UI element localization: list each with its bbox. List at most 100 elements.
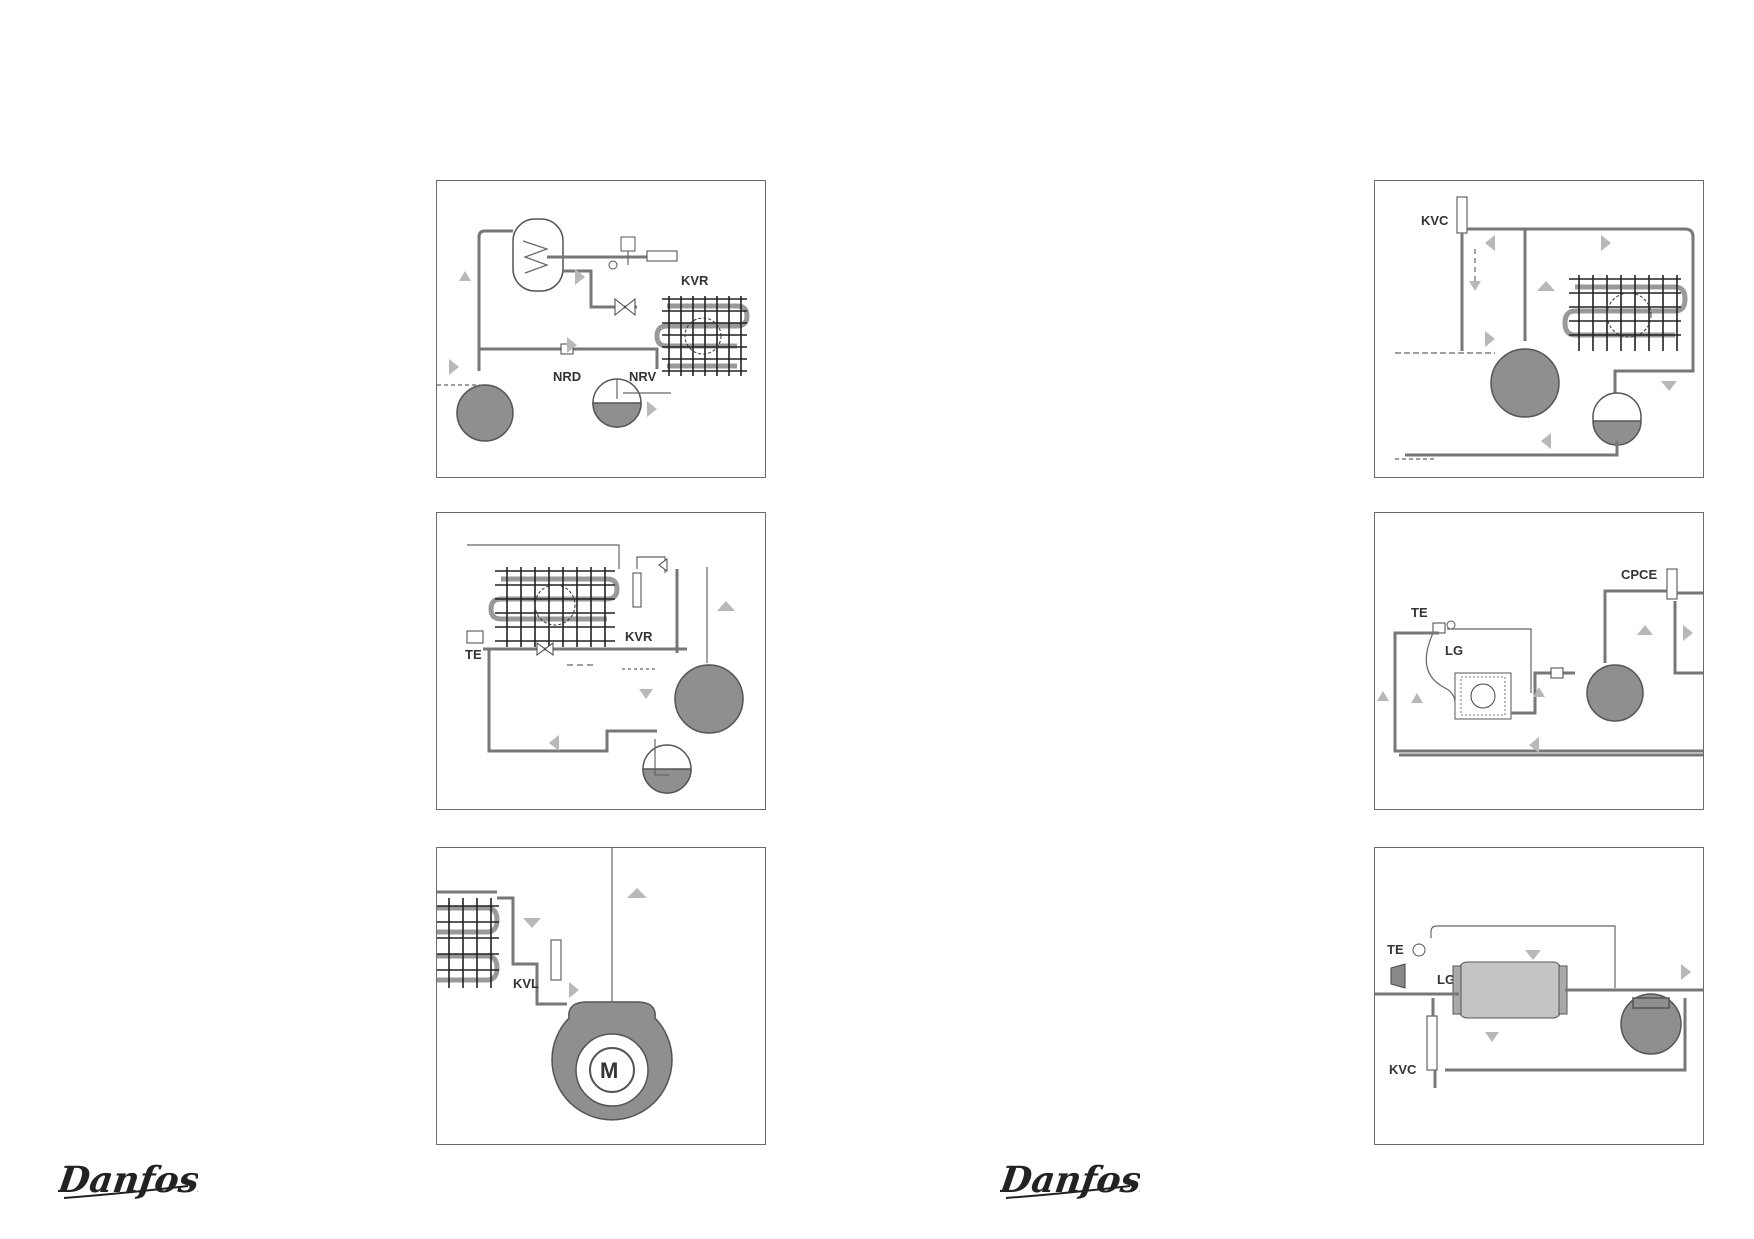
label-nrv: NRV	[629, 369, 657, 384]
liquid-line	[479, 347, 659, 369]
label-kvr: KVR	[625, 629, 653, 644]
flow-arrow-down-2	[1485, 1032, 1499, 1042]
discharge-pipe	[477, 229, 513, 371]
diagram-cpce-te-lg: CPCE TE LG	[1377, 567, 1703, 757]
evaporator-coil	[488, 567, 620, 647]
compressor-top	[1632, 997, 1670, 1009]
danfoss-wordmark: Danfoss	[58, 1158, 198, 1201]
flow-arrow-right-1	[1601, 235, 1611, 251]
flow-arrow-down	[523, 918, 541, 928]
receiver-liquid	[642, 768, 692, 794]
te-bulb	[1446, 620, 1456, 630]
exchanger-endcap-left	[1452, 965, 1462, 1015]
kvc-pipe	[1431, 998, 1437, 1088]
compressor	[1490, 348, 1560, 418]
compressor	[674, 664, 744, 734]
logo-underline	[1005, 1185, 1131, 1199]
suction-pipe	[1511, 671, 1575, 715]
vessel-coil	[522, 240, 549, 274]
liquid-loop	[1393, 631, 1703, 753]
danfoss-logo-left: Danfoss	[55, 1156, 223, 1206]
danfoss-logo-mark: Danfoss	[997, 1158, 1165, 1201]
cpce-line	[1603, 589, 1667, 663]
compressor	[456, 384, 514, 442]
flow-arrow-up	[717, 601, 735, 611]
receiver-dip-tube	[654, 739, 669, 776]
diagram-kvl: KVL M	[437, 848, 673, 1121]
label-te: TE	[465, 647, 482, 662]
flow-arrow-right-2	[1485, 331, 1495, 347]
flow-arrow-up	[459, 271, 471, 281]
label-kvc: KVC	[1421, 213, 1449, 228]
diagram-panel-kvl: KVL M	[436, 847, 766, 1145]
equalizer-line	[1447, 628, 1532, 693]
kvc-valve	[1426, 1015, 1438, 1071]
te-bulb	[1412, 943, 1426, 957]
equalizer-line	[1430, 925, 1616, 988]
label-kvl: KVL	[513, 976, 539, 991]
label-te: TE	[1411, 605, 1428, 620]
fan	[1470, 683, 1496, 709]
heat-recovery-vessel	[512, 218, 564, 292]
flow-arrow-left	[549, 735, 559, 751]
flow-arrow-up-1	[1377, 691, 1389, 701]
thermostat-bulb	[608, 260, 618, 270]
discharge-pipe	[1673, 591, 1703, 675]
flow-arrow-up-4	[1637, 625, 1653, 635]
flow-arrow-right	[569, 982, 579, 998]
te-valve	[466, 630, 484, 644]
liquid-line	[487, 649, 657, 753]
equalizer-line	[467, 544, 620, 569]
kvl-valve	[550, 939, 562, 981]
diagram-panel-kvr-nrd-nrv: KVR NRD NRV	[436, 180, 766, 478]
capillary-tube	[1425, 632, 1456, 704]
diagram-kvr-nrd-nrv: KVR NRD NRV	[437, 218, 750, 442]
discharge-pipe	[1467, 227, 1695, 411]
label-motor: M	[600, 1058, 618, 1083]
liquid-line	[1405, 441, 1619, 457]
evaporator-coil	[437, 890, 500, 988]
cpce-valve	[1666, 568, 1678, 600]
hot-gas-bypass	[1445, 998, 1687, 1072]
check-valve	[658, 558, 668, 572]
diagram-panel-kvc: KVC	[1374, 180, 1704, 478]
flow-arrow-right-1	[449, 359, 459, 375]
flow-arrow-left-2	[1541, 433, 1551, 449]
flow-arrow-right-2	[575, 269, 585, 285]
flow-arrow-right-4	[647, 401, 657, 417]
danfoss-wordmark: Danfoss	[1000, 1158, 1140, 1201]
compressor	[1586, 664, 1644, 722]
flow-arrow-up-3	[1533, 687, 1545, 697]
flow-arrow-up	[1537, 281, 1555, 291]
label-nrd: NRD	[553, 369, 581, 384]
diagram-panel-te-lg-kvc: TE LG KVC	[1374, 847, 1704, 1145]
te-valve	[1390, 963, 1406, 989]
diagram-panel-te-kvr: TE KVR	[436, 512, 766, 810]
flow-arrow-down-1	[1525, 950, 1541, 960]
suction-pipe	[497, 896, 567, 1006]
flow-arrow-right-3	[567, 337, 577, 353]
flow-arrow-left-1	[1485, 235, 1495, 251]
flow-arrow-down	[1661, 381, 1677, 391]
flow-arrow-down-dashed	[1469, 281, 1481, 291]
label-kvc: KVC	[1389, 1062, 1417, 1077]
receiver-liquid	[592, 402, 642, 428]
solenoid-valve	[614, 297, 636, 317]
compressor	[1620, 993, 1682, 1055]
label-lg: LG	[1437, 972, 1455, 987]
thermostat	[620, 236, 636, 252]
kvr-valve	[632, 572, 642, 608]
diagram-te-kvr: TE KVR	[465, 544, 744, 794]
motor-circle	[589, 1047, 635, 1093]
diagram-kvc: KVC	[1395, 196, 1695, 460]
kvr-valve	[646, 250, 678, 262]
label-cpce: CPCE	[1621, 567, 1657, 582]
flow-arrow-right	[1683, 625, 1693, 641]
flow-arrow-left	[1529, 737, 1539, 753]
diagram-te-lg-kvc: TE LG KVC	[1375, 925, 1703, 1088]
logo-underline	[63, 1185, 189, 1199]
solenoid-valve	[536, 642, 554, 656]
label-lg: LG	[1445, 643, 1463, 658]
flow-arrow-right	[1681, 964, 1691, 980]
receiver-liquid	[1592, 420, 1642, 446]
